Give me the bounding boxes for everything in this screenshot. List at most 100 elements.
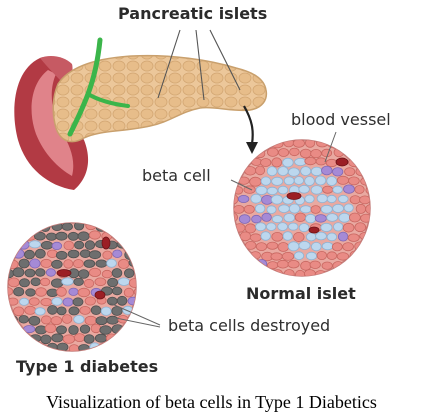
islet-cell — [299, 148, 312, 159]
islet-cell — [315, 157, 327, 166]
beta-cell — [310, 185, 323, 195]
islet-cell — [249, 233, 262, 242]
alpha-cell — [62, 297, 74, 307]
islet-cell — [40, 297, 53, 307]
islet-cell — [359, 195, 370, 205]
alpha-cell — [112, 249, 123, 258]
beta-cell — [320, 204, 333, 214]
beta-cell — [287, 167, 300, 177]
islet-cell — [294, 212, 307, 223]
destroyed-beta-cell — [123, 268, 135, 279]
islet-cell — [244, 240, 257, 250]
destroyed-beta-cell — [55, 250, 68, 260]
beta-cell — [283, 176, 295, 186]
islet-cell — [310, 205, 321, 214]
beta-cell — [266, 166, 278, 177]
destroyed-beta-cell — [90, 305, 102, 316]
islet-cell — [63, 259, 74, 269]
destroyed-beta-cell — [107, 277, 118, 288]
beta-cell — [51, 297, 63, 306]
title-pancreatic-islets: Pancreatic islets — [118, 4, 268, 23]
islet-cell — [293, 231, 305, 242]
beta-cell — [293, 176, 304, 185]
destroyed-beta-cell — [55, 231, 68, 241]
islet-cell — [292, 140, 305, 148]
alpha-cell — [314, 214, 327, 223]
islet-cell — [40, 315, 52, 325]
destroyed-beta-cell — [46, 232, 58, 241]
blood-vessel — [335, 157, 349, 167]
beta-cell — [326, 176, 338, 187]
islet-cell — [348, 176, 360, 186]
beta-cell — [73, 314, 85, 324]
beta-cell — [316, 193, 328, 203]
beta-cell — [332, 185, 343, 194]
beta-cell — [332, 203, 345, 213]
beta-cell — [310, 166, 323, 177]
islet-cell — [50, 316, 63, 326]
islet-cell — [355, 167, 367, 177]
alpha-cell — [343, 184, 355, 194]
destroyed-beta-cell — [83, 334, 95, 344]
beta-cell — [294, 157, 307, 166]
islet-cell — [321, 261, 333, 270]
alpha-cell — [68, 287, 79, 296]
islet-cell — [234, 194, 239, 205]
beta-cell — [333, 222, 344, 232]
alpha-cell — [321, 165, 333, 176]
beta-cell — [255, 185, 268, 195]
label-normal-islet: Normal islet — [246, 284, 356, 303]
label-pointer-lines — [109, 131, 337, 328]
destroyed-beta-cell — [67, 249, 80, 259]
destroyed-beta-cell — [95, 259, 108, 268]
beta-cell — [298, 223, 310, 233]
beta-cell — [321, 242, 334, 251]
beta-cell — [254, 203, 266, 214]
destroyed-beta-cell — [40, 241, 54, 250]
beta-cell — [277, 222, 288, 232]
islet-pointer-lines — [157, 29, 241, 101]
label-beta-cell: beta cell — [142, 166, 211, 185]
destroyed-beta-cell — [34, 231, 46, 241]
islet-cell — [277, 242, 290, 252]
normal-islet — [233, 139, 371, 277]
label-blood-vessel: blood vessel — [291, 110, 391, 129]
destroyed-beta-cell — [61, 223, 73, 231]
beta-cell — [106, 258, 117, 268]
islet-cell — [73, 259, 84, 269]
alpha-cell — [261, 212, 272, 222]
destroyed-beta-cell — [78, 269, 90, 279]
islet-cell — [266, 241, 279, 250]
destroyed-beta-cell — [84, 240, 96, 250]
islet-cell — [8, 287, 14, 296]
destroyed-beta-cell — [72, 297, 84, 307]
islet-cell — [309, 260, 321, 269]
islet-cell — [316, 140, 329, 148]
destroyed-beta-cell — [35, 268, 46, 277]
islet-cell — [354, 185, 365, 194]
beta-cell — [293, 251, 305, 261]
beta-cell — [287, 241, 300, 252]
islet-cell — [260, 158, 272, 167]
destroyed-beta-cell — [56, 306, 67, 316]
islet-cell — [243, 204, 255, 214]
islet-cell — [234, 204, 245, 214]
islet-cell — [294, 269, 306, 276]
islet-cell — [101, 269, 113, 279]
destroyed-beta-cell — [28, 315, 41, 326]
islet-cell — [244, 166, 257, 176]
islet-cell — [348, 212, 361, 223]
destroyed-beta-cell — [111, 268, 123, 278]
islet-cell — [90, 323, 102, 334]
alpha-cell — [45, 268, 56, 277]
islet-cell — [123, 287, 134, 298]
islet-cell — [88, 267, 102, 277]
blood-vessel — [94, 290, 106, 300]
islet-cell — [85, 223, 97, 231]
islet-cell — [342, 242, 354, 252]
destroyed-beta-cell — [111, 286, 123, 296]
destroyed-beta-cell — [19, 278, 30, 288]
destroyed-beta-cell — [12, 267, 25, 278]
islet-cell — [88, 230, 101, 240]
beta-cell — [278, 204, 290, 214]
